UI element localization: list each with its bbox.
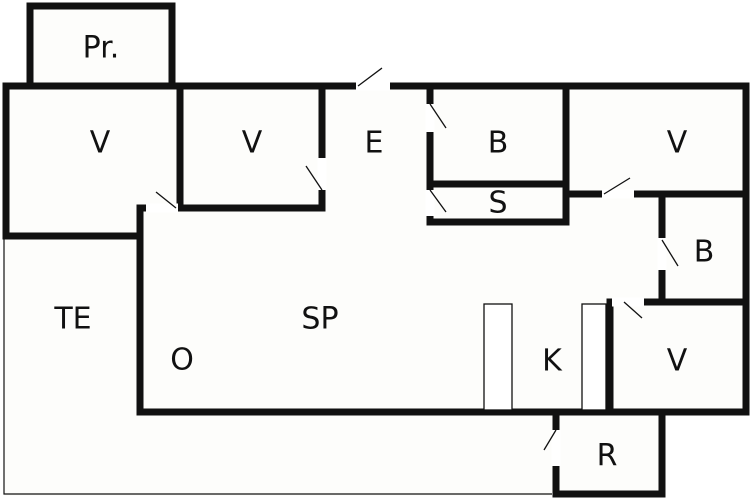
utility-area xyxy=(556,412,660,496)
kitchen-counter-right xyxy=(581,303,607,411)
room-label-bedroom-left: V xyxy=(90,126,111,161)
room-label-sauna: S xyxy=(488,186,507,221)
room-label-entrance: E xyxy=(365,126,384,161)
room-label-living-room: SP xyxy=(301,302,338,337)
door-leaves xyxy=(155,67,679,451)
room-label-lounge: O xyxy=(170,343,194,378)
room-label-utility: R xyxy=(597,439,618,474)
room-label-bedroom-bottom: V xyxy=(667,344,688,379)
room-label-bedroom-middle: V xyxy=(242,126,263,161)
room-label-bathroom-top: B xyxy=(488,126,509,161)
kitchen-counter-left xyxy=(483,303,513,411)
room-label-porch: Pr. xyxy=(83,31,120,66)
door-openings xyxy=(146,81,667,466)
room-label-terrace: TE xyxy=(53,302,91,337)
room-label-kitchen: K xyxy=(542,344,563,379)
interior-area xyxy=(8,88,746,412)
room-label-bedroom-right: V xyxy=(667,126,688,161)
porch-area xyxy=(32,8,170,88)
room-label-bathroom-right: B xyxy=(694,235,715,270)
